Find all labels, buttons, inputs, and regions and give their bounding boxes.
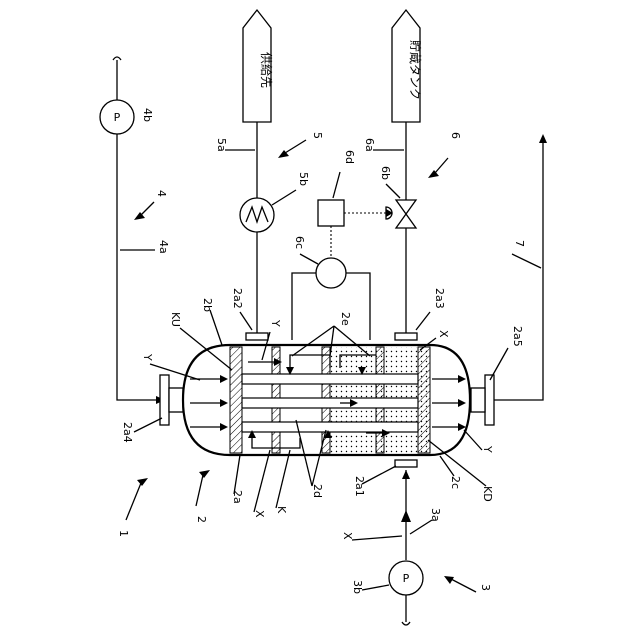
pump-3b-symbol: P: [403, 572, 410, 585]
ref-3a: 3a: [429, 508, 442, 522]
ref-y-left: Y: [141, 353, 154, 361]
ref-4: 4: [155, 190, 168, 197]
pump-5b: [240, 198, 274, 232]
ref-ku: KU: [169, 312, 182, 327]
ref-2e: 2e: [339, 312, 352, 326]
storage-tank-box: 貯蔵タンク: [392, 10, 422, 122]
inlet-line-3: P: [389, 470, 423, 625]
ref-y-top: Y: [269, 319, 282, 327]
ref-x-top: X: [437, 330, 450, 338]
ref-6c: 6c: [293, 236, 306, 249]
ref-3b: 3b: [351, 580, 364, 594]
ref-kd: KD: [481, 486, 494, 502]
controller-6d: [318, 200, 344, 226]
inlet-line-4: P: [100, 57, 165, 404]
ref-3: 3: [479, 584, 492, 591]
ref-2b: 2b: [201, 298, 214, 312]
ref-2a: 2a: [231, 490, 244, 504]
sensor-6c: [316, 258, 346, 288]
ref-7: 7: [513, 240, 526, 247]
ref-y-right: Y: [481, 445, 494, 453]
supply-line-5: [240, 122, 274, 335]
valve-6b: [396, 200, 416, 228]
ref-2a3: 2a3: [433, 288, 446, 309]
ref-k: K: [275, 506, 288, 514]
ref-2a1: 2a1: [353, 476, 366, 497]
pump-4b-symbol: P: [114, 111, 121, 124]
ref-x-bottom: X: [253, 510, 266, 518]
storage-tank-label: 貯蔵タンク: [408, 40, 422, 100]
ref-5b: 5b: [297, 172, 310, 186]
ref-2a5: 2a5: [511, 326, 524, 347]
ref-6d: 6d: [343, 150, 356, 164]
ref-1: 1: [117, 530, 130, 537]
ref-x-inlet: X: [341, 532, 354, 540]
ref-6b: 6b: [379, 166, 392, 180]
ref-6: 6: [449, 132, 462, 139]
ref-4a: 4a: [157, 240, 170, 254]
ref-2: 2: [195, 516, 208, 523]
supply-destination-label: 供給先: [259, 52, 273, 88]
ref-2c: 2c: [449, 476, 462, 489]
ref-2d: 2d: [311, 484, 324, 498]
ref-2a2: 2a2: [231, 288, 244, 309]
ref-5: 5: [311, 132, 324, 139]
ref-4b: 4b: [141, 108, 154, 122]
ref-2a4: 2a4: [121, 422, 134, 443]
supply-destination-box: 供給先: [243, 10, 273, 122]
